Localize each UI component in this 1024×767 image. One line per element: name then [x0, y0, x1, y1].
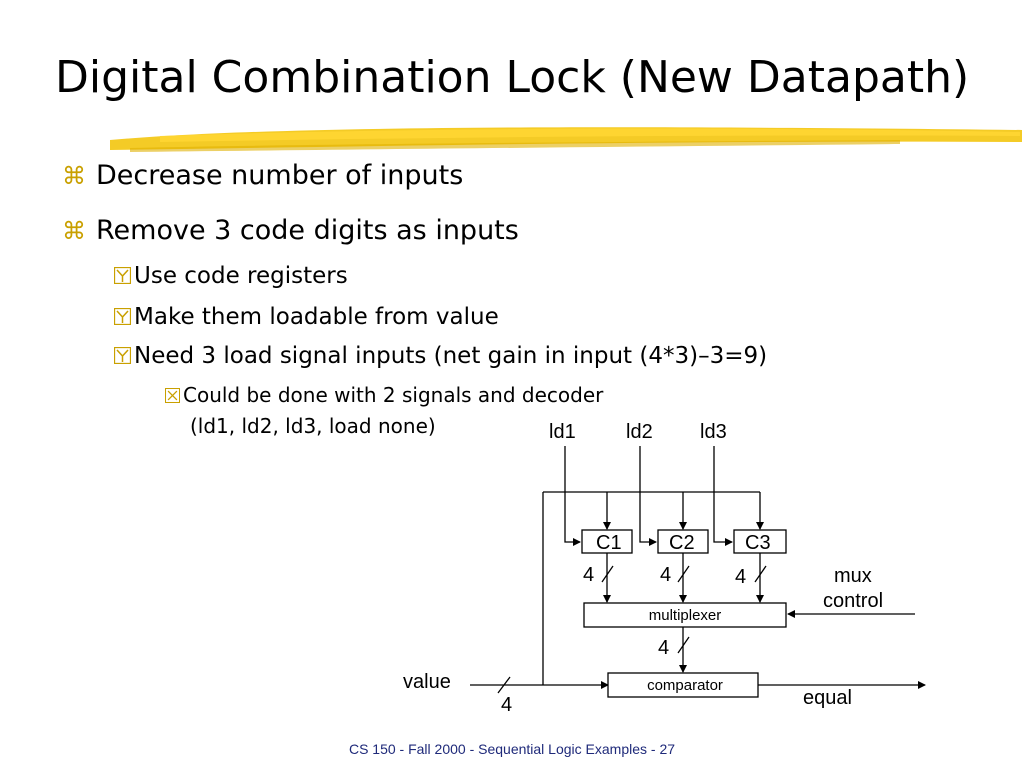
value-label: value	[403, 671, 451, 693]
subsub-bullet-line2: (ld1, ld2, ld3, load none)	[190, 414, 436, 438]
sub-bullet-2-text: Make them loadable from value	[134, 304, 499, 330]
c2-bus-width: 4	[660, 564, 671, 586]
ld3-wire	[713, 446, 733, 546]
checkbox-x-bullet-icon	[165, 388, 180, 403]
slide-footer: CS 150 - Fall 2000 - Sequential Logic Ex…	[348, 741, 676, 757]
value-bus-slash	[497, 676, 511, 694]
mux-control-label-line2: control	[823, 590, 883, 612]
register-c1-label: C1	[596, 532, 622, 554]
mux-out-slash	[677, 636, 690, 654]
checkbox-y-bullet-icon	[114, 267, 131, 284]
equal-label: equal	[803, 687, 852, 709]
bullet-1: ⌘ Decrease number of inputs	[62, 160, 463, 191]
ld1-label: ld1	[549, 421, 576, 443]
c2-out-slash	[677, 565, 690, 583]
mux-bus-width: 4	[658, 637, 669, 659]
sub-bullet-2: Make them loadable from value	[114, 304, 499, 330]
c1-bus-width: 4	[583, 564, 594, 586]
sub-bullet-3: Need 3 load signal inputs (net gain in i…	[114, 343, 767, 369]
bullet-2-text: Remove 3 code digits as inputs	[96, 215, 519, 246]
register-c2-label: C2	[669, 532, 695, 554]
subsub-bullet-line1: Could be done with 2 signals and decoder	[183, 383, 604, 407]
register-c3-label: C3	[745, 532, 771, 554]
ld1-wire	[564, 446, 581, 546]
c3-bus-width: 4	[735, 566, 746, 588]
c3-out-slash	[754, 565, 767, 583]
bullet-2: ⌘ Remove 3 code digits as inputs	[62, 215, 519, 246]
ld2-label: ld2	[626, 421, 653, 443]
subsub-bullet: Could be done with 2 signals and decoder	[165, 383, 603, 407]
comparator-label: comparator	[647, 677, 723, 694]
c1-out-slash	[601, 565, 614, 583]
slide-title: Digital Combination Lock (New Datapath)	[55, 52, 970, 103]
sub-bullet-1-text: Use code registers	[134, 263, 348, 289]
command-bullet-icon: ⌘	[62, 162, 86, 190]
mux-control-label-line1: mux	[834, 565, 872, 587]
command-bullet-icon: ⌘	[62, 217, 86, 245]
value-bus-width: 4	[501, 694, 512, 716]
bullet-1-text: Decrease number of inputs	[96, 160, 464, 191]
ld2-wire	[639, 446, 657, 546]
comparator-block	[607, 672, 759, 698]
sub-bullet-3-text: Need 3 load signal inputs (net gain in i…	[134, 343, 768, 369]
checkbox-y-bullet-icon	[114, 347, 131, 364]
checkbox-y-bullet-icon	[114, 308, 131, 325]
sub-bullet-1: Use code registers	[114, 263, 348, 289]
ld3-label: ld3	[700, 421, 727, 443]
multiplexer-block	[583, 602, 787, 628]
highlighter-stroke	[110, 127, 1022, 152]
multiplexer-label: multiplexer	[649, 607, 722, 624]
